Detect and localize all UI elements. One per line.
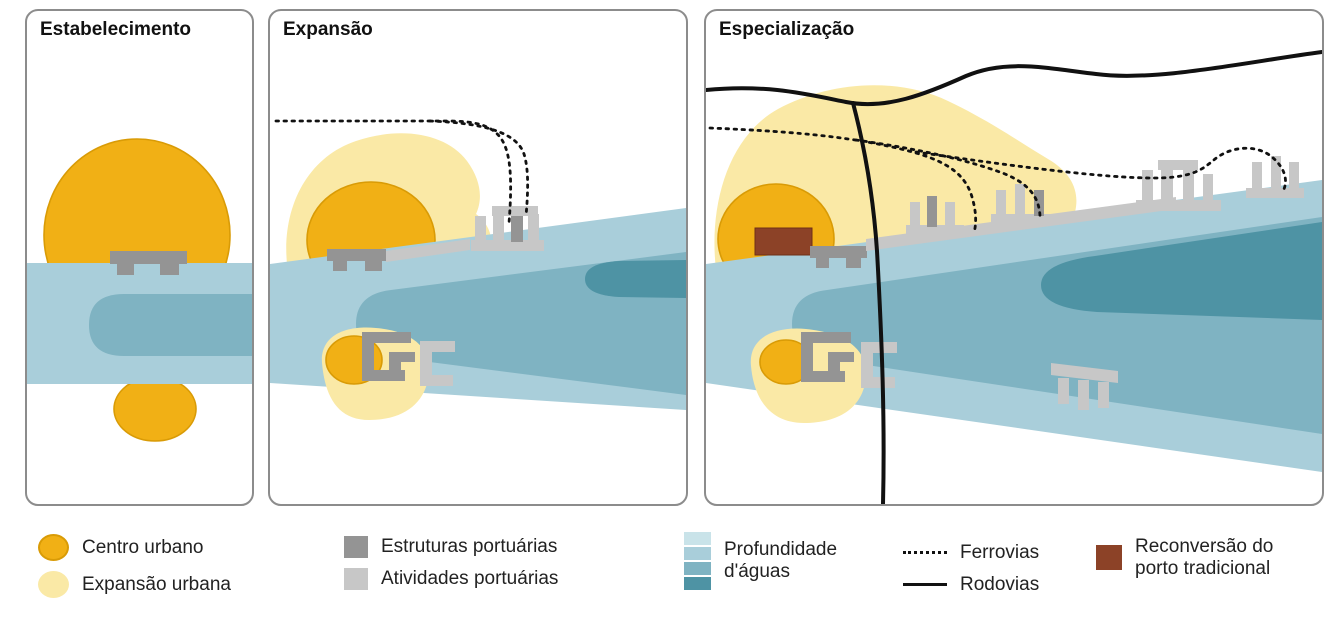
legend: Centro urbano Expansão urbana Estruturas… xyxy=(0,518,1334,627)
legend-label-expansao-urbana: Expansão urbana xyxy=(82,573,231,595)
river-deep xyxy=(1041,222,1322,320)
legend-label-atividades: Atividades portuárias xyxy=(381,568,559,590)
port-structures-north xyxy=(327,206,544,271)
legend-item-profundidade: Profundidade d'águas xyxy=(684,532,846,590)
panel-especializacao: Especialização xyxy=(704,9,1324,506)
legend-label-reconversao: Reconversão do porto tradicional xyxy=(1135,536,1274,579)
reconversao-swatch xyxy=(1096,545,1122,571)
road-main xyxy=(706,50,1322,107)
rodovias-line-swatch xyxy=(903,583,947,587)
port-structures-south xyxy=(362,332,455,386)
port-structures-north xyxy=(110,251,187,275)
railway-1 xyxy=(274,119,513,225)
legend-label-centro-urbano: Centro urbano xyxy=(82,536,204,558)
panel-title-especializacao: Especialização xyxy=(719,19,855,40)
railway-1 xyxy=(708,126,978,235)
legend-label-estruturas: Estruturas portuárias xyxy=(381,536,558,558)
port-reconversion-block xyxy=(754,227,813,256)
legend-col-urban: Centro urbano Expansão urbana xyxy=(38,534,231,598)
railway-2 xyxy=(854,138,1042,218)
legend-label-profundidade: Profundidade d'águas xyxy=(724,539,838,582)
road-south xyxy=(851,101,886,504)
railway-2 xyxy=(428,119,530,218)
urban-center-south xyxy=(113,376,197,442)
atividades-portuarias-swatch xyxy=(344,568,368,590)
centro-urbano-swatch xyxy=(38,534,69,561)
legend-item-atividades: Atividades portuárias xyxy=(344,568,558,590)
legend-col-reconversion: Reconversão do porto tradicional xyxy=(1096,536,1320,580)
depth-band-3 xyxy=(684,562,711,575)
panel-title-expansao: Expansão xyxy=(283,19,373,40)
river-mid xyxy=(89,294,252,356)
panel-estabelecimento: Estabelecimento xyxy=(25,9,254,506)
expansao-map xyxy=(270,119,686,420)
depth-band-4 xyxy=(684,577,711,590)
panel-title-estabelecimento: Estabelecimento xyxy=(40,19,191,40)
estabelecimento-map xyxy=(27,138,252,442)
port-structures-north xyxy=(810,156,1304,268)
river-deep xyxy=(585,260,686,298)
legend-label-ferrovias: Ferrovias xyxy=(960,542,1040,563)
legend-col-port: Estruturas portuárias Atividades portuár… xyxy=(344,536,558,590)
especializacao-map xyxy=(706,50,1322,504)
expansao-urbana-swatch xyxy=(38,571,69,598)
panel-expansao: Expansão xyxy=(268,9,688,506)
ferrovias-line-swatch xyxy=(903,551,947,555)
legend-item-reconversao: Reconversão do porto tradicional xyxy=(1096,536,1320,580)
depth-band-1 xyxy=(684,532,711,545)
legend-col-depth: Profundidade d'águas xyxy=(684,532,846,590)
legend-item-centro-urbano: Centro urbano xyxy=(38,534,231,561)
legend-item-estruturas: Estruturas portuárias xyxy=(344,536,558,558)
legend-item-expansao-urbana: Expansão urbana xyxy=(38,571,231,598)
port-structures-south xyxy=(801,332,1118,410)
railway-3 xyxy=(914,146,1287,191)
legend-label-rodovias: Rodovias xyxy=(960,573,1040,595)
legend-col-lines: Ferrovias Rodovias xyxy=(903,542,1039,596)
depth-band-2 xyxy=(684,547,711,560)
estruturas-portuarias-swatch xyxy=(344,536,368,558)
legend-item-rodovias: Rodovias xyxy=(903,574,1039,596)
profundidade-aguas-swatch xyxy=(684,532,711,590)
legend-item-ferrovias: Ferrovias xyxy=(903,542,1039,564)
